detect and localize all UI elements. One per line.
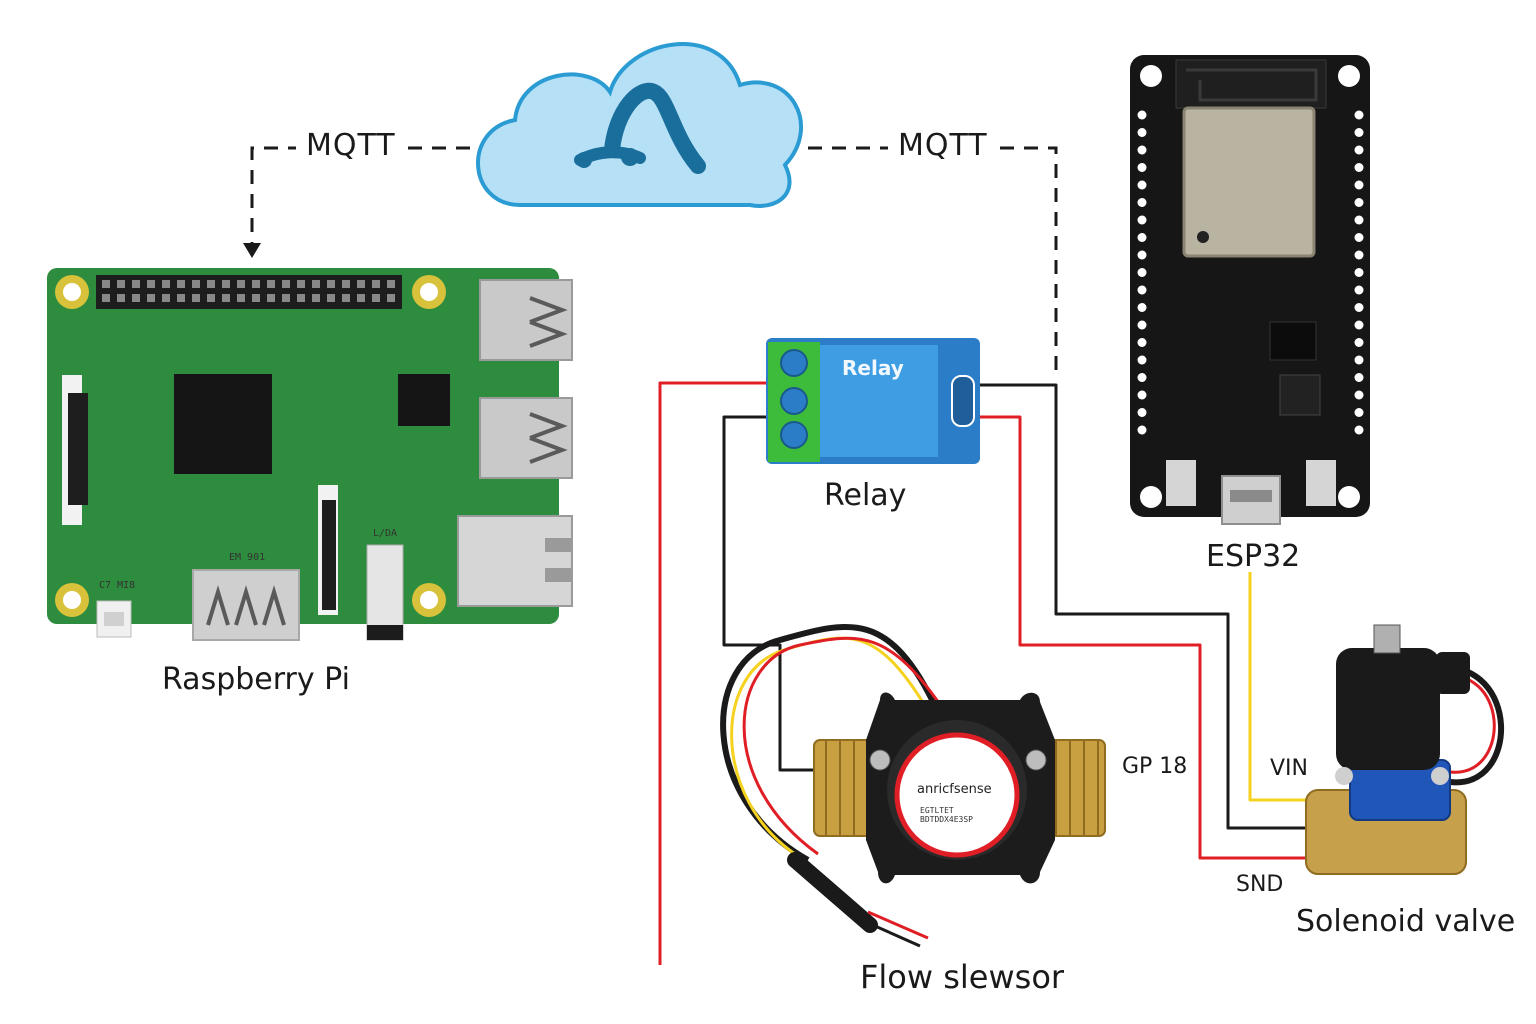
cloud-broker-logo-icon xyxy=(574,82,706,174)
flow-sensor xyxy=(720,624,1106,948)
rpi-audio-silk: L/DA xyxy=(373,528,398,539)
rpi-power-silk: C7 MI8 xyxy=(99,580,136,591)
pin-label-gnd: SND xyxy=(1236,872,1284,897)
red-wire-supply xyxy=(658,381,766,965)
esp32-board xyxy=(1130,55,1370,525)
pin-label-vin: VIN xyxy=(1270,756,1308,781)
wires xyxy=(658,381,1306,965)
relay-module xyxy=(766,338,980,464)
rpi-hdmi-silk: EM 901 xyxy=(229,552,266,563)
black-wire-relay-to-sensor xyxy=(722,415,814,772)
flow-sensor-fine-print: EGTLTET BDTDDX4E3SP xyxy=(920,806,973,824)
mqtt-label-right: MQTT xyxy=(888,128,998,163)
black-wire-relay-to-valve xyxy=(980,383,1306,830)
raspberry-pi-board xyxy=(47,268,573,641)
gpio-header xyxy=(102,280,395,302)
yellow-wire-esp-vin xyxy=(1248,572,1306,802)
raspberry-pi-label: Raspberry Pi xyxy=(162,662,350,697)
red-wire-relay-to-valve xyxy=(980,415,1306,860)
relay-board-text: Relay xyxy=(842,356,904,380)
esp32-pin-headers xyxy=(1137,110,1364,435)
esp32-label: ESP32 xyxy=(1206,539,1301,574)
mqtt-label-left: MQTT xyxy=(296,128,406,163)
flow-sensor-label: Flow slewsor xyxy=(860,958,1065,996)
flow-sensor-brand: anricfsense xyxy=(917,782,992,797)
relay-label: Relay xyxy=(824,478,907,513)
solenoid-valve xyxy=(1305,624,1505,875)
arrow-down-icon xyxy=(243,243,261,258)
pin-label-gp18: GP 18 xyxy=(1122,754,1188,779)
solenoid-valve-label: Solenoid valve xyxy=(1296,904,1516,939)
cloud-broker xyxy=(476,42,804,208)
